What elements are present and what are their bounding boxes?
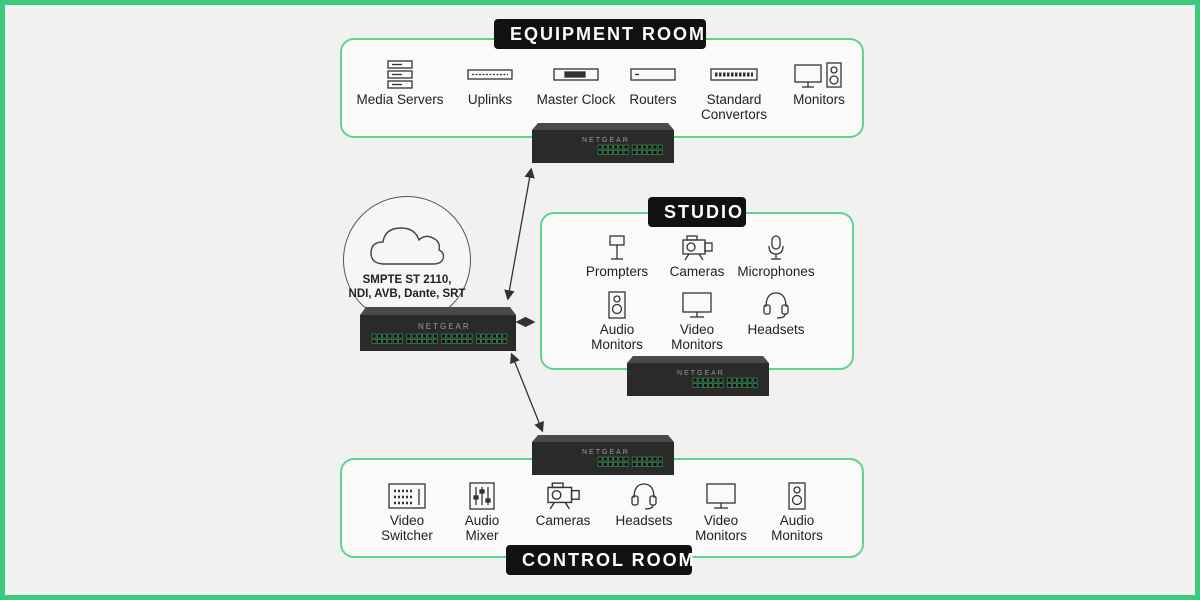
control-room-title: CONTROL ROOM	[506, 545, 694, 575]
control-item-headsets: Headsets	[584, 481, 704, 528]
audio-mixer-icon	[469, 482, 495, 510]
monitor-icon	[706, 483, 736, 509]
equipment-item-uplinks: Uplinks	[430, 60, 550, 107]
arrow-core-to-equipment	[504, 167, 535, 301]
control-item-cameras: Cameras	[503, 481, 623, 528]
studio-item-label: Prompters	[585, 264, 649, 279]
control-item-label: Video Monitors	[695, 513, 747, 543]
studio-title: STUDIO	[648, 197, 746, 227]
equipment-item-label: Routers	[629, 92, 677, 107]
studio-switch-brand: NETGEAR	[677, 370, 725, 377]
control-item-audio-monitors: Audio Monitors	[737, 481, 857, 543]
studio-item-microphones: Microphones	[716, 234, 836, 279]
studio-item-label: Headsets	[747, 322, 805, 337]
server-rack-icon	[387, 60, 413, 89]
equipment-item-routers: Routers	[593, 60, 713, 107]
control-item-video-monitors: Video Monitors	[661, 481, 781, 543]
uplink-icon	[467, 69, 513, 80]
core-switch: NETGEAR	[360, 307, 516, 356]
studio-item-prompters: Prompters	[557, 234, 677, 279]
camera-icon	[547, 482, 580, 510]
studio-item-label: Video Monitors	[671, 322, 723, 352]
studio-switch: NETGEAR	[627, 356, 769, 401]
studio-item-label: Microphones	[737, 264, 815, 279]
headset-icon	[631, 483, 657, 510]
equipment-item-media-servers: Media Servers	[340, 60, 460, 107]
core-switch-brand: NETGEAR	[418, 322, 471, 331]
microphone-icon	[768, 235, 784, 260]
equipment-item-label: Master Clock	[536, 92, 616, 107]
equipment-item-master-clock: Master Clock	[516, 60, 636, 107]
equipment-room-title: EQUIPMENT ROOM	[494, 19, 706, 49]
studio-item-label: Cameras	[669, 264, 725, 279]
arrow-core-to-control	[510, 352, 544, 433]
studio-item-cameras: Cameras	[637, 234, 757, 279]
router-icon	[630, 68, 676, 81]
studio-item-audio-monitors: Audio Monitors	[557, 290, 677, 352]
equipment-item-label: Monitors	[793, 92, 845, 107]
speaker-icon	[788, 482, 806, 510]
control-room-switch: NETGEAR	[532, 435, 674, 480]
prompter-icon	[609, 235, 625, 260]
control-switch-brand: NETGEAR	[582, 449, 630, 456]
control-item-label: Cameras	[535, 513, 591, 528]
control-item-video-switcher: Video Switcher	[347, 481, 467, 543]
headset-icon	[763, 292, 789, 319]
equipment-room-switch: NETGEAR	[532, 123, 674, 168]
studio-item-label: Audio Monitors	[591, 322, 643, 352]
camera-icon	[682, 235, 713, 261]
equipment-item-standard-convertors: Standard Convertors	[674, 60, 794, 122]
equipment-switch-brand: NETGEAR	[582, 137, 630, 144]
studio-item-video-monitors: Video Monitors	[637, 290, 757, 352]
monitor-icon	[682, 292, 712, 318]
protocol-list-text: SMPTE ST 2110, NDI, AVB, Dante, SRT	[348, 274, 466, 300]
cloud-icon	[370, 227, 445, 265]
monitor-speaker-icon	[794, 62, 842, 88]
equipment-item-label: Standard Convertors	[700, 92, 768, 122]
convertor-icon	[710, 68, 758, 81]
protocol-cloud-circle	[343, 196, 471, 324]
control-item-label: Audio Mixer	[464, 513, 500, 543]
master-clock-icon	[553, 68, 599, 81]
control-item-label: Video Switcher	[381, 513, 433, 543]
equipment-item-label: Uplinks	[467, 92, 513, 107]
equipment-item-label: Media Servers	[356, 92, 444, 107]
control-item-audio-mixer: Audio Mixer	[422, 481, 542, 543]
control-item-label: Headsets	[615, 513, 673, 528]
speaker-icon	[608, 291, 626, 319]
studio-item-headsets: Headsets	[716, 290, 836, 337]
video-switcher-icon	[388, 483, 426, 509]
equipment-item-monitors: Monitors	[759, 60, 879, 107]
control-item-label: Audio Monitors	[771, 513, 823, 543]
